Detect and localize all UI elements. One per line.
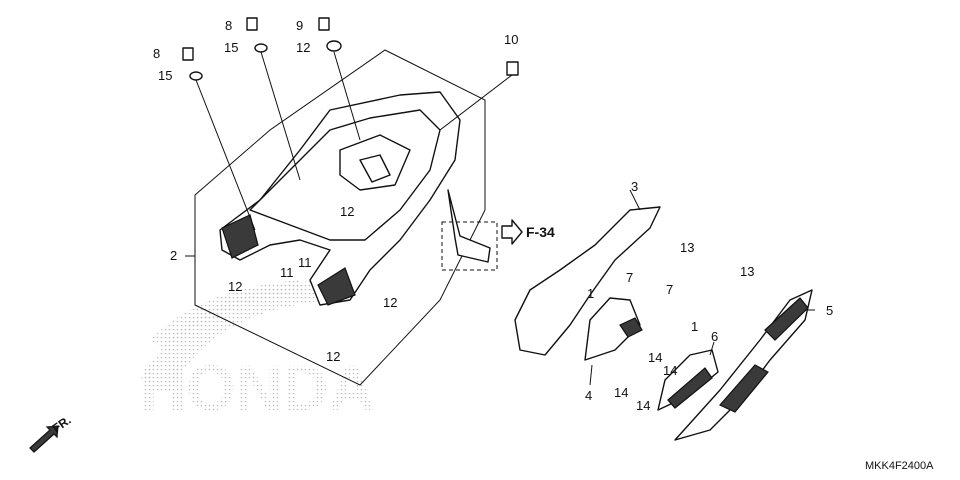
callout-12b: 12 <box>228 279 242 294</box>
callout-7b: 7 <box>666 282 673 297</box>
callout-14a: 14 <box>648 350 662 365</box>
callout-13a: 13 <box>680 240 694 255</box>
washer-15a-icon <box>189 71 203 81</box>
reference-label: F-34 <box>526 224 555 240</box>
side-cover-part <box>657 349 719 411</box>
callout-12-top: 12 <box>296 40 310 55</box>
callout-14b: 14 <box>663 363 677 378</box>
callout-12a: 12 <box>340 204 354 219</box>
callout-12d: 12 <box>326 349 340 364</box>
callout-8b: 8 <box>225 18 232 33</box>
bolt-8b-icon <box>246 17 258 31</box>
callout-4: 4 <box>585 388 592 403</box>
callout-14d: 14 <box>636 398 650 413</box>
callout-14c: 14 <box>614 385 628 400</box>
callout-6: 6 <box>711 329 718 344</box>
nut-12-icon <box>326 40 342 52</box>
washer-15b-icon <box>254 43 268 53</box>
honda-watermark-text: HONDA <box>140 352 375 424</box>
bracket-part <box>447 189 491 263</box>
rear-cowl-inner-part <box>514 206 661 356</box>
rear-frame-part <box>219 91 461 306</box>
bolt-9-icon <box>318 17 330 31</box>
callout-13b: 13 <box>740 264 754 279</box>
side-panel-part <box>584 297 643 361</box>
callout-11a: 11 <box>280 265 294 280</box>
diagram-code: MKK4F2400A <box>865 460 934 472</box>
callout-11b: 11 <box>298 255 312 270</box>
collar-10-icon <box>506 61 519 76</box>
assembly-outline <box>194 49 486 386</box>
reference-arrow-icon <box>501 219 523 245</box>
reference-box <box>441 221 498 271</box>
callout-12c: 12 <box>383 295 397 310</box>
callout-8a: 8 <box>153 46 160 61</box>
rear-cowl-outer-part <box>674 289 813 441</box>
front-arrow-icon <box>29 425 59 453</box>
callout-5: 5 <box>826 303 833 318</box>
bolt-8a-icon <box>182 47 194 61</box>
callout-2: 2 <box>170 248 177 263</box>
leader-lines <box>185 51 815 386</box>
callout-1a: 1 <box>587 286 594 301</box>
callout-3: 3 <box>631 179 638 194</box>
honda-wing-watermark <box>140 280 330 385</box>
callout-10: 10 <box>504 32 518 47</box>
callout-9: 9 <box>296 18 303 33</box>
callout-7a: 7 <box>626 270 633 285</box>
callout-15a: 15 <box>158 68 172 83</box>
callout-15b: 15 <box>224 40 238 55</box>
callout-1b: 1 <box>691 319 698 334</box>
